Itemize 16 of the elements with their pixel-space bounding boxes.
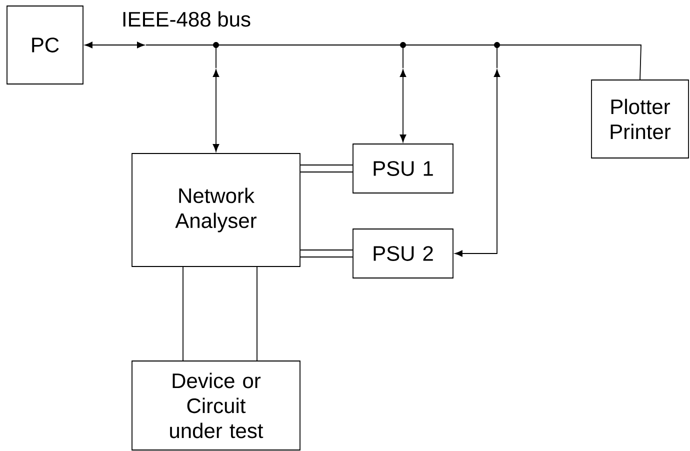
connector — [84, 42, 145, 48]
connector — [300, 164, 353, 166]
connector — [256, 266, 258, 361]
connector — [300, 256, 353, 258]
connector — [454, 69, 500, 257]
connector — [182, 266, 184, 361]
analyser-box: Network Analyser — [132, 153, 300, 267]
connector — [146, 44, 642, 80]
computer-box: PC — [6, 6, 84, 84]
edge-label: IEEE-488 bus — [120, 10, 252, 28]
plotter-box: Plotter Printer — [591, 80, 689, 158]
device-box: Device or Circuit under test — [132, 360, 300, 450]
connector — [212, 69, 220, 152]
connector — [400, 69, 406, 142]
power-supply-box: PSU 1 — [352, 144, 454, 194]
power-supply-box: PSU 2 — [352, 228, 454, 278]
